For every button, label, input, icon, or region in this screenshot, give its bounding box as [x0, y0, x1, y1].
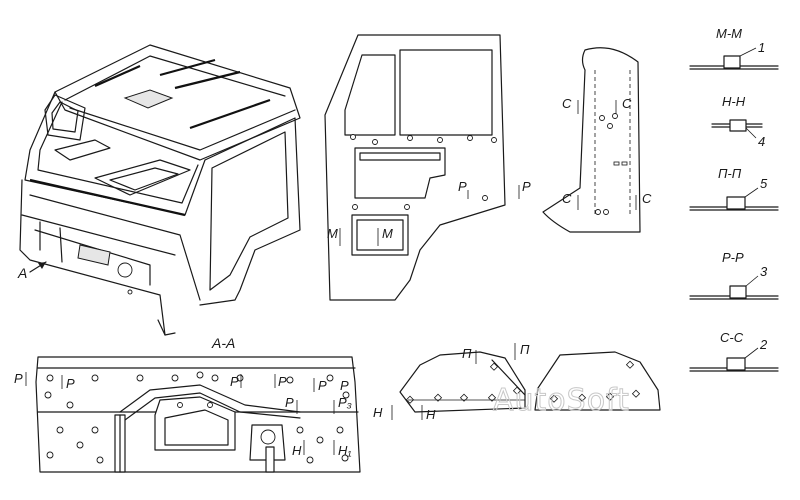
fp-mark-p-6: P — [340, 378, 349, 393]
lp-mark-h-2: H — [426, 407, 436, 422]
section-pp-cyr: П-П 5 — [689, 166, 779, 211]
callout-2: 2 — [759, 337, 768, 352]
callout-3: 3 — [760, 264, 768, 279]
mark-p-2: P — [522, 179, 531, 194]
lp-mark-pcyr-2: П — [520, 342, 530, 357]
fp-mark-h-1: H — [292, 443, 302, 458]
mark-p-1: P — [458, 179, 467, 194]
mark-c-4: C — [642, 191, 652, 206]
section-hh: H-H 4 — [711, 94, 765, 149]
section-pp-title: P-P — [722, 250, 744, 265]
pillar-panel: C C C C — [542, 47, 652, 233]
mark-m-2: M — [382, 226, 393, 241]
section-hh-title: H-H — [722, 94, 746, 109]
fp-mark-p-4: P — [278, 374, 287, 389]
fp-mark-p-3: P — [230, 374, 239, 389]
lower-side-panel-2 — [534, 351, 661, 411]
view-arrow-label: A — [17, 265, 27, 281]
section-cc: C-C 2 — [689, 330, 779, 372]
lp-mark-pcyr-1: П — [462, 346, 472, 361]
fp-mark-p-1: P — [14, 371, 23, 386]
mark-c-2: C — [622, 96, 632, 111]
lower-side-panel: П П H H — [373, 342, 530, 422]
watermark: AutoSoft — [493, 383, 630, 418]
callout-1: 1 — [758, 40, 765, 55]
mark-m-1: M — [327, 226, 338, 241]
door-panel: P P M M — [324, 34, 531, 301]
fp-mark-p-7: P — [285, 395, 294, 410]
mark-c-1: C — [562, 96, 572, 111]
fp-mark-h1: H₁ — [338, 443, 352, 458]
section-pp-cyr-title: П-П — [718, 166, 742, 181]
callout-5: 5 — [760, 176, 768, 191]
fp-mark-p-5: P — [318, 378, 327, 393]
section-mm-title: M-M — [716, 26, 742, 41]
section-mm: M-M 1 — [689, 26, 779, 70]
cab-isometric-view: A A-A — [17, 44, 301, 351]
fp-mark-p-2: P — [66, 376, 75, 391]
section-pp: P-P 3 — [689, 250, 779, 300]
fp-mark-p3: P₃ — [338, 395, 352, 410]
view-aa-label: A-A — [211, 335, 235, 351]
lp-mark-h-1: H — [373, 405, 383, 420]
callout-4: 4 — [758, 134, 765, 149]
section-cc-title: C-C — [720, 330, 744, 345]
front-panel: P P P P P P P P₃ H H₁ — [14, 356, 361, 473]
mark-c-3: C — [562, 191, 572, 206]
